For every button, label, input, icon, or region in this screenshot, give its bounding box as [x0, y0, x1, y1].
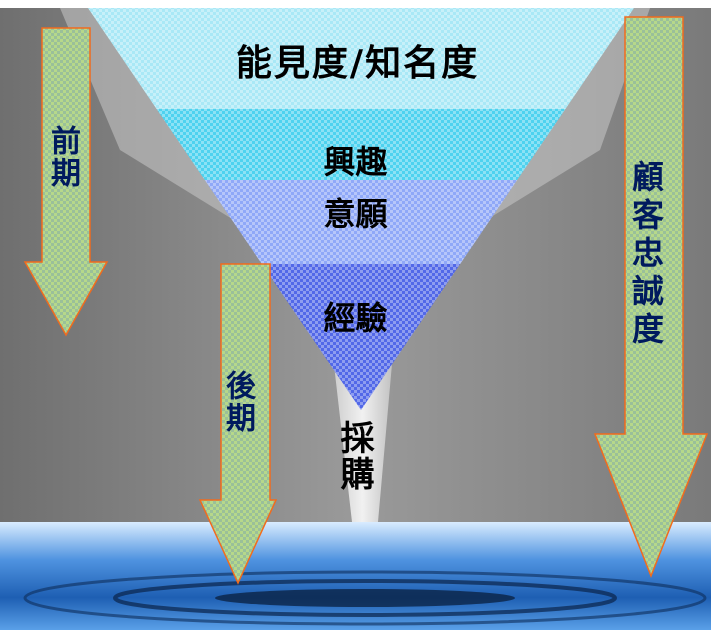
arrow-late-stage [198, 263, 278, 585]
stage-label-interest: 興趣 [323, 143, 388, 181]
arrow-early-stage [23, 27, 109, 337]
stage-label-intention: 意願 [323, 195, 388, 233]
water [0, 522, 711, 630]
background-top-band [0, 0, 711, 8]
stage-label-experience: 經驗 [323, 299, 388, 337]
stage-label-purchase: 採購 [334, 420, 374, 492]
water-ripple [215, 589, 515, 607]
water-ripple [23, 570, 707, 626]
arrow-label-late-stage: 後期 [220, 370, 255, 434]
arrow-label-customer-loyalty: 顧客忠誠度 [627, 160, 665, 350]
arrow-customer-loyalty [593, 16, 709, 579]
water-ripple [113, 579, 617, 617]
stage-label-awareness: 能見度/知名度 [235, 43, 480, 84]
arrow-label-early-stage: 前期 [45, 125, 80, 189]
